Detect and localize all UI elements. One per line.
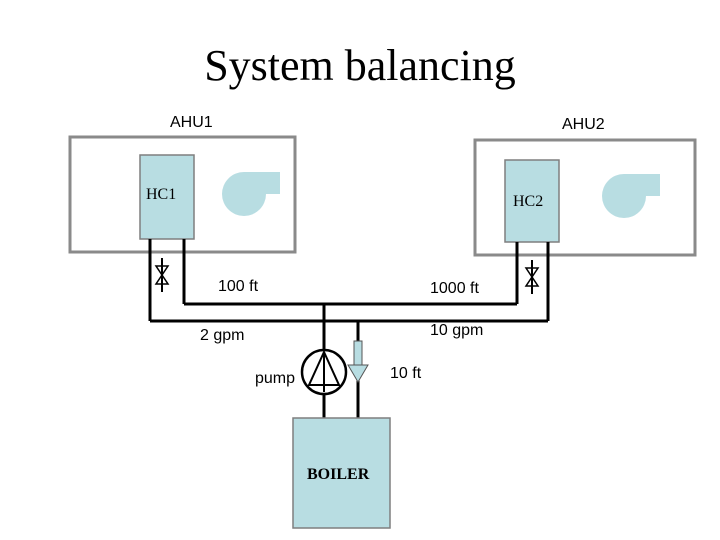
ahu2-fan-icon [602,174,660,218]
hc2-valve-icon [524,260,540,294]
ahu1-label: AHU1 [170,114,213,131]
flow-left-label: 2 gpm [200,327,245,344]
pipe-right-length-label: 1000 ft [430,280,479,297]
boiler-label: BOILER [307,466,370,483]
boiler [292,417,391,529]
pump-label: pump [255,370,296,387]
pipe-left-length-label: 100 ft [218,278,259,295]
page-title: System balancing [204,41,516,90]
hc2-label: HC2 [513,193,544,210]
flow-arrow-icon [347,340,369,383]
riser-length-label: 10 ft [390,365,422,382]
ahu1-fan-icon [222,172,280,216]
hc1-coil [139,154,195,240]
ahu2-label: AHU2 [562,116,605,133]
flow-right-label: 10 gpm [430,322,484,339]
hc1-valve-icon [154,258,170,292]
hc2-coil [504,159,560,243]
hc1-label: HC1 [146,186,177,203]
pump-icon [300,348,348,396]
